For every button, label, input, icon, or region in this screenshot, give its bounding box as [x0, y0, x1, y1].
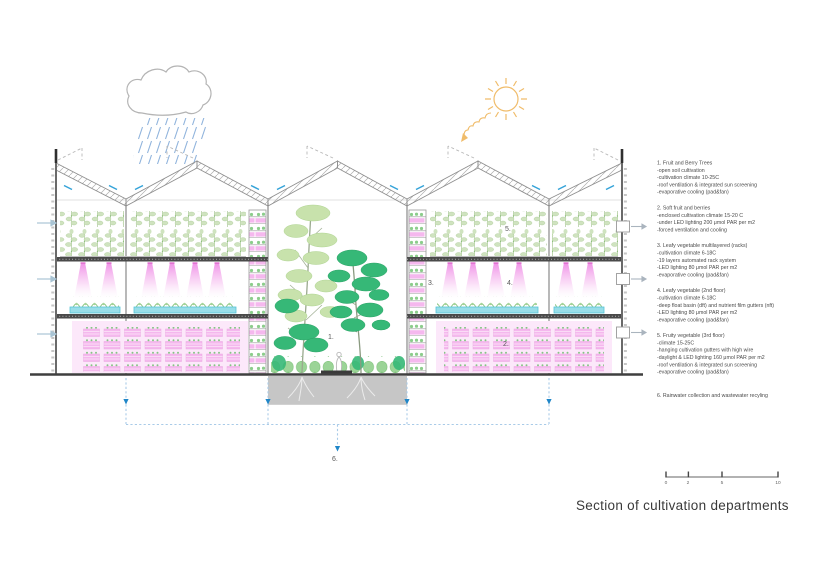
scale-tick-label: 10 [775, 480, 781, 486]
legend-line: -LED lighting 80 μmol PAR per m2 [657, 264, 738, 271]
top-floor-crops [60, 211, 618, 257]
marker-rack-tower: 3. [428, 280, 434, 287]
scale-bar-ruler [665, 471, 779, 478]
marker-second-floor: 4. [507, 280, 513, 287]
scale-tick-label: 5 [720, 480, 724, 486]
rain-streaks [132, 118, 208, 164]
legend-line: -evaporative cooling (pad&fan) [657, 369, 729, 376]
roof-vent-flaps [57, 145, 619, 161]
sunlight-arrow [461, 112, 492, 142]
legend-line: 4. Leafy vegetable (2nd floor) [657, 287, 726, 294]
gutter-vent-marks [63, 184, 615, 191]
scale-tick-label: 0 [664, 480, 668, 486]
led-cones [74, 262, 599, 299]
legend-group-4: 4. Leafy vegetable (2nd floor) -cultivat… [657, 287, 818, 324]
legend-group-5: 5. Fruity vegetable (3rd floor) -climate… [657, 332, 818, 376]
legend-line: -climate 15-25C [657, 339, 695, 346]
scale-tick-label: 2 [686, 480, 690, 486]
rain-cloud-icon [126, 65, 212, 116]
legend-group-3: 3. Leafy vegetable multilayered (racks) … [657, 242, 818, 279]
water-flow-lines [123, 378, 552, 452]
rack-towers [248, 209, 427, 374]
marker-third-floor: 5. [505, 226, 511, 233]
roof-trusses [55, 160, 623, 207]
legend-line: -hanging cultivation gutters with high w… [657, 347, 754, 353]
legend-line: -enclosed cultivation climate 15-20 C [657, 211, 744, 218]
marker-atrium: 1. [328, 334, 334, 341]
legend-line: -evaporative cooling (pad&fan) [657, 189, 729, 195]
scale-bar: 0 2 5 10 [658, 468, 793, 494]
legend-line: -daylight & LED lighting 160 μmol PAR pe… [657, 354, 765, 361]
drawing-title: Section of cultivation departments [576, 498, 789, 513]
float-basins [69, 296, 605, 314]
legend: 1. Fruit and Berry Trees -open soil cult… [657, 159, 818, 407]
legend-group-6: 6. Rainwater collection and wastewater r… [657, 392, 818, 399]
legend-line: -deep float basin (dft) and nutrient fil… [657, 302, 775, 308]
legend-line: 5. Fruity vegetable (3rd floor) [657, 332, 725, 339]
legend-group-2: 2. Soft fruit and berries -enclosed cult… [657, 204, 818, 233]
marker-ground-floor: 2. [503, 341, 509, 348]
floor-slabs [56, 257, 622, 319]
foundation-roots [268, 375, 407, 405]
columns [125, 203, 550, 374]
atrium-ground-tank [321, 370, 352, 375]
legend-line: -evaporative cooling (pad&fan) [657, 316, 729, 323]
legend-line: -cultivation climate 6-18C [657, 249, 717, 256]
left-wall [51, 149, 58, 374]
legend-line: -roof ventilation & integrated sun scree… [657, 361, 758, 368]
legend-line: -roof ventilation & integrated sun scree… [657, 181, 758, 188]
legend-line: 6. Rainwater collection and wastewater r… [657, 392, 768, 399]
human-figure [335, 351, 343, 373]
legend-line: 2. Soft fruit and berries [657, 204, 711, 211]
exhaust-fans [616, 220, 648, 339]
legend-line: -forced ventilation and cooling [657, 226, 727, 233]
atrium-trees [273, 204, 391, 374]
sun-icon [485, 78, 527, 120]
pad-inlet-arrows [37, 219, 58, 338]
legend-line: -under LED lighting 200 μmol PAR per m2 [657, 219, 756, 226]
legend-line: 3. Leafy vegetable multilayered (racks) [657, 242, 748, 249]
marker-water-collection: 6. [332, 456, 338, 463]
legend-line: 1. Fruit and Berry Trees [657, 159, 713, 166]
ground-floor-racks [72, 321, 612, 373]
legend-line: -19 layers automated rack system [657, 257, 737, 263]
legend-line: -cultivation climate 10-25C [657, 174, 720, 181]
right-wall [620, 149, 627, 374]
legend-line: -evaporative cooling (pad&fan) [657, 271, 729, 278]
legend-line: -open soil cultivation [657, 166, 705, 173]
legend-group-1: 1. Fruit and Berry Trees -open soil cult… [657, 159, 818, 196]
legend-line: -cultivation climate 6-18C [657, 294, 717, 301]
legend-line: -LED lighting 80 μmol PAR per m2 [657, 309, 738, 316]
